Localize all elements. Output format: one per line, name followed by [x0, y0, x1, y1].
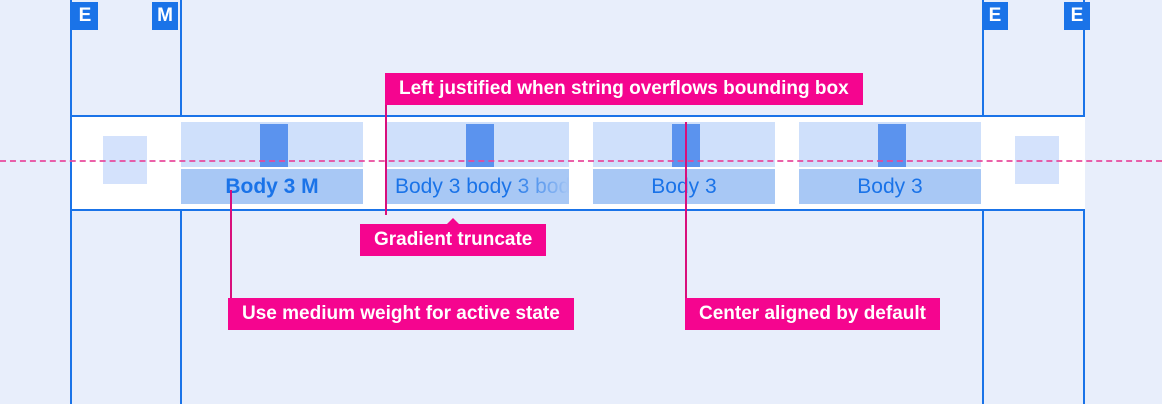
tab-item-overflow[interactable]: Body 3 body 3 body 3 [387, 122, 569, 204]
horizontal-centerline-guide [0, 160, 1162, 162]
tab-label: Body 3 M [225, 175, 319, 198]
annotation-left-justified: Left justified when string overflows bou… [385, 73, 863, 105]
tab-item-default-2[interactable]: Body 3 [799, 122, 981, 204]
tab-label-band: Body 3 body 3 body 3 [387, 169, 569, 204]
tab-icon-band [181, 122, 363, 167]
tab-icon-band [799, 122, 981, 167]
annotation-center-aligned: Center aligned by default [685, 298, 940, 330]
guide-marker-m: M [152, 2, 178, 30]
tab-icon-placeholder-icon [878, 124, 906, 167]
vertical-guide-left-outer [70, 0, 72, 404]
tab-icon-band [593, 122, 775, 167]
annotation-caret-icon [447, 218, 460, 224]
guide-marker-e-1: E [72, 2, 98, 30]
tab-label-band: Body 3 [593, 169, 775, 204]
annotation-connector-center-aligned [685, 122, 687, 298]
guide-marker-e-3: E [1064, 2, 1090, 30]
tab-label: Body 3 [857, 175, 923, 198]
annotation-medium-weight: Use medium weight for active state [228, 298, 574, 330]
tab-label: Body 3 [651, 175, 717, 198]
annotation-connector-medium-weight [230, 190, 232, 298]
annotation-connector-left-justified [385, 105, 387, 215]
tab-icon-placeholder-icon [260, 124, 288, 167]
tab-icon-band [387, 122, 569, 167]
tab-label-band: Body 3 M [181, 169, 363, 204]
tab-label: Body 3 body 3 body 3 [395, 175, 569, 198]
annotation-gradient-truncate: Gradient truncate [360, 218, 547, 256]
tab-item-default-1[interactable]: Body 3 [593, 122, 775, 204]
tab-label-band: Body 3 [799, 169, 981, 204]
annotation-gradient-truncate-text: Gradient truncate [374, 229, 533, 250]
tab-item-active[interactable]: Body 3 M [181, 122, 363, 204]
guide-marker-e-2: E [982, 2, 1008, 30]
tab-icon-placeholder-icon [466, 124, 494, 167]
